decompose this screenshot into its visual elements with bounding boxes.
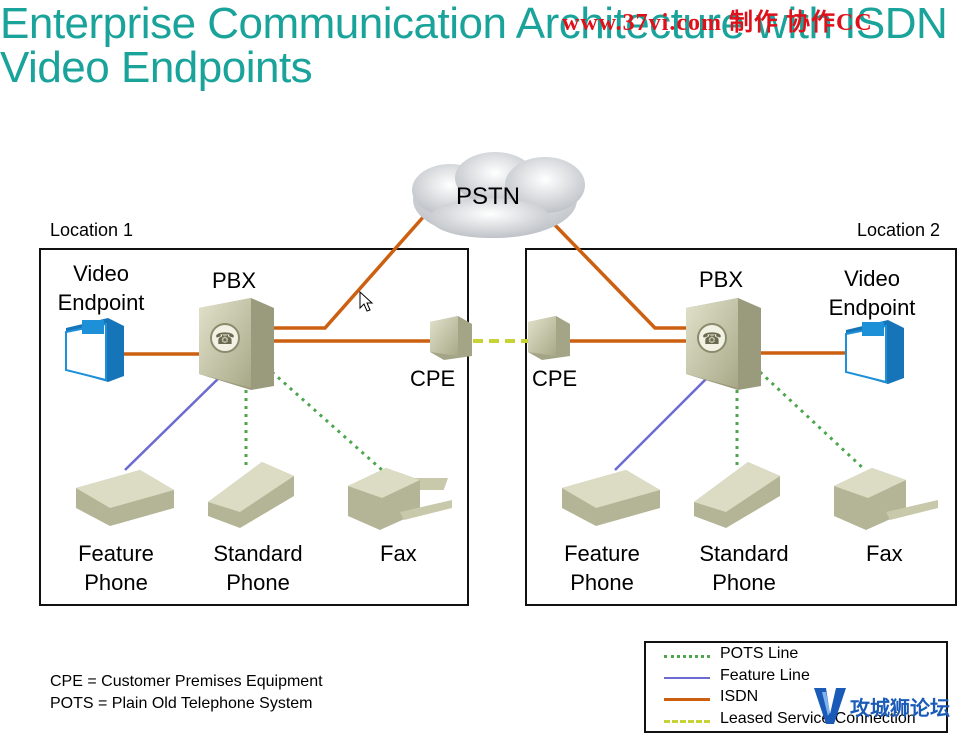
feature-line-1 (124, 371, 226, 471)
video-endpoint-label-line-1: Video (73, 261, 129, 286)
video-endpoint-icon-left (65, 318, 124, 382)
pbx-label-left: PBX (212, 268, 257, 293)
fax-icon-left (348, 468, 452, 530)
forum-logo-icon (814, 688, 846, 724)
title-line-1: Enterprise Communication Architecture wi… (0, 0, 948, 48)
note-cpe: CPE = Customer Premises Equipment (50, 673, 323, 690)
feature-phone-icon-left (76, 470, 174, 526)
watermark-text: www.37vi.com 制作 协作CC (562, 10, 873, 36)
fax-icon-right (834, 468, 938, 530)
feature-phone-label-line-1: Feature (564, 541, 640, 566)
location-1-label: Location 1 (50, 220, 134, 240)
pstn-cloud (412, 152, 585, 238)
video-endpoint-label-right: Video Endpoint (823, 264, 921, 322)
video-endpoint-label-line-2: Endpoint (57, 290, 145, 315)
feature-phone-label-line-2: Phone (570, 570, 634, 595)
legend-swatch-feature (664, 677, 710, 679)
legend-swatch-isdn (664, 698, 710, 701)
feature-phone-label-right: Feature Phone (552, 539, 652, 597)
mouse-cursor-icon (359, 290, 374, 312)
cpe-label-right: CPE (532, 366, 578, 391)
legend-label-leased: Leased Service Connection (720, 710, 916, 727)
legend: POTS Line Feature Line ISDN Leased Servi… (644, 641, 948, 733)
standard-phone-label-line-2: Phone (712, 570, 776, 595)
standard-phone-label-line-1: Standard (699, 541, 789, 566)
legend-label-isdn: ISDN (720, 688, 759, 705)
standard-phone-label-line-1: Standard (213, 541, 303, 566)
location-2-label: Location 2 (857, 220, 941, 240)
fax-label-right: Fax (866, 541, 903, 566)
feature-phone-label-left: Feature Phone (66, 539, 166, 597)
standard-phone-label-left: Standard Phone (204, 539, 312, 597)
isdn-lines (120, 213, 848, 356)
cpe-icon-right (528, 316, 570, 360)
location-1-box (39, 248, 469, 606)
pots-lines (244, 370, 867, 472)
legend-label-feature: Feature Line (720, 667, 810, 684)
cpe-icon-left (430, 316, 472, 360)
svg-text:☎: ☎ (215, 329, 235, 348)
video-endpoint-label-line-2: Endpoint (828, 295, 916, 320)
legend-swatch-leased (664, 720, 710, 723)
pbx-icon-right: ☎ (686, 298, 761, 390)
video-endpoint-label-left: Video Endpoint (52, 259, 150, 317)
standard-phone-label-right: Standard Phone (690, 539, 798, 597)
forum-logo-text: 攻城狮论坛 (850, 698, 950, 720)
abbreviation-notes: CPE = Customer Premises Equipment POTS =… (50, 671, 323, 715)
feature-phone-label-line-1: Feature (78, 541, 154, 566)
page-title: Enterprise Communication Architecture wi… (0, 0, 948, 92)
svg-text:☎: ☎ (702, 329, 722, 348)
title-line-2: Video Endpoints (0, 43, 313, 92)
cpe-label-left: CPE (410, 366, 456, 391)
fax-label-left: Fax (380, 541, 417, 566)
feature-phone-icon-right (403, 470, 660, 526)
pbx-icon-left: ☎ (199, 298, 274, 390)
pbx-label-right: PBX (699, 267, 744, 292)
standard-phone-icon-right (694, 462, 780, 528)
legend-label-pots: POTS Line (720, 645, 799, 662)
note-pots: POTS = Plain Old Telephone System (50, 695, 313, 712)
feature-phone-label-line-2: Phone (84, 570, 148, 595)
pstn-label: PSTN (456, 183, 521, 210)
video-endpoint-label-line-1: Video (844, 266, 900, 291)
legend-swatch-pots (664, 655, 710, 658)
video-endpoint-icon-right (845, 320, 904, 384)
feature-line-2 (614, 371, 714, 471)
standard-phone-icon-left (208, 462, 294, 528)
standard-phone-label-line-2: Phone (226, 570, 290, 595)
location-2-box (525, 248, 957, 606)
